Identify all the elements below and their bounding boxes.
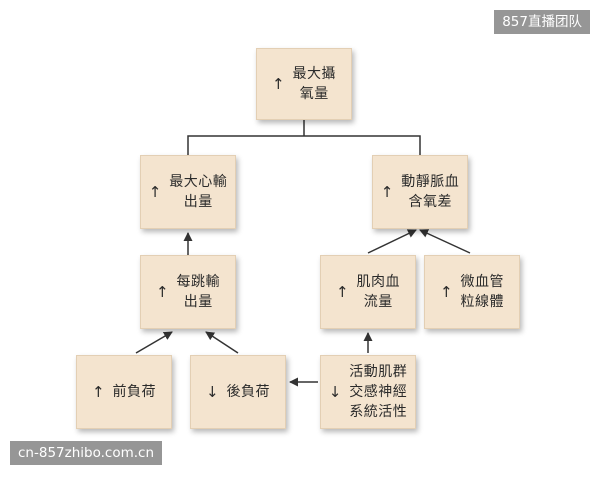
node-label: 肌肉血 流量 bbox=[356, 273, 401, 310]
node-capillary-mitochondria: ↑ 微血管 粒線體 bbox=[424, 255, 520, 329]
connector-arrow-muscle-blood-flow-to-av-oxygen-difference bbox=[367, 229, 417, 254]
node-stroke-volume: ↑ 每跳輸 出量 bbox=[140, 255, 236, 329]
down-arrow-icon: ↓ bbox=[328, 382, 342, 401]
up-arrow-icon: ↑ bbox=[380, 182, 394, 201]
watermark-bottom: cn-857zhibo.com.cn bbox=[10, 441, 162, 466]
connector-arrow-afterload-to-stroke-volume bbox=[205, 331, 239, 354]
up-arrow-icon: ↑ bbox=[91, 382, 105, 401]
node-max-cardiac-output: ↑ 最大心輸 出量 bbox=[140, 155, 236, 229]
up-arrow-icon: ↑ bbox=[335, 282, 349, 301]
up-arrow-icon: ↑ bbox=[155, 282, 169, 301]
node-afterload: ↓ 後負荷 bbox=[190, 355, 286, 429]
node-preload: ↑ 前負荷 bbox=[76, 355, 172, 429]
down-arrow-icon: ↓ bbox=[205, 382, 219, 401]
node-muscle-blood-flow: ↑ 肌肉血 流量 bbox=[320, 255, 416, 329]
node-max-oxygen-uptake: ↑ 最大攝 氧量 bbox=[256, 48, 352, 120]
up-arrow-icon: ↑ bbox=[148, 182, 162, 201]
node-label: 最大心輸 出量 bbox=[169, 173, 228, 210]
connector-bracket-bar bbox=[187, 135, 421, 155]
node-label: 每跳輸 出量 bbox=[176, 273, 221, 310]
node-av-oxygen-difference: ↑ 動靜脈血 含氧差 bbox=[372, 155, 468, 229]
node-label: 後負荷 bbox=[226, 383, 271, 400]
node-sympathetic-activity: ↓ 活動肌群 交感神經 系統活性 bbox=[320, 355, 416, 429]
node-label: 前負荷 bbox=[112, 383, 157, 400]
node-label: 活動肌群 交感神經 系統活性 bbox=[349, 363, 408, 421]
up-arrow-icon: ↑ bbox=[271, 74, 285, 93]
watermark-top: 857直播团队 bbox=[494, 10, 590, 35]
node-label: 最大攝 氧量 bbox=[292, 65, 337, 102]
connector-arrow-capillary-mitochondria-to-av-oxygen-difference bbox=[419, 229, 471, 254]
node-label: 動靜脈血 含氧差 bbox=[401, 173, 460, 210]
node-label: 微血管 粒線體 bbox=[460, 273, 505, 310]
up-arrow-icon: ↑ bbox=[439, 282, 453, 301]
connector-arrow-preload-to-stroke-volume bbox=[135, 331, 173, 354]
